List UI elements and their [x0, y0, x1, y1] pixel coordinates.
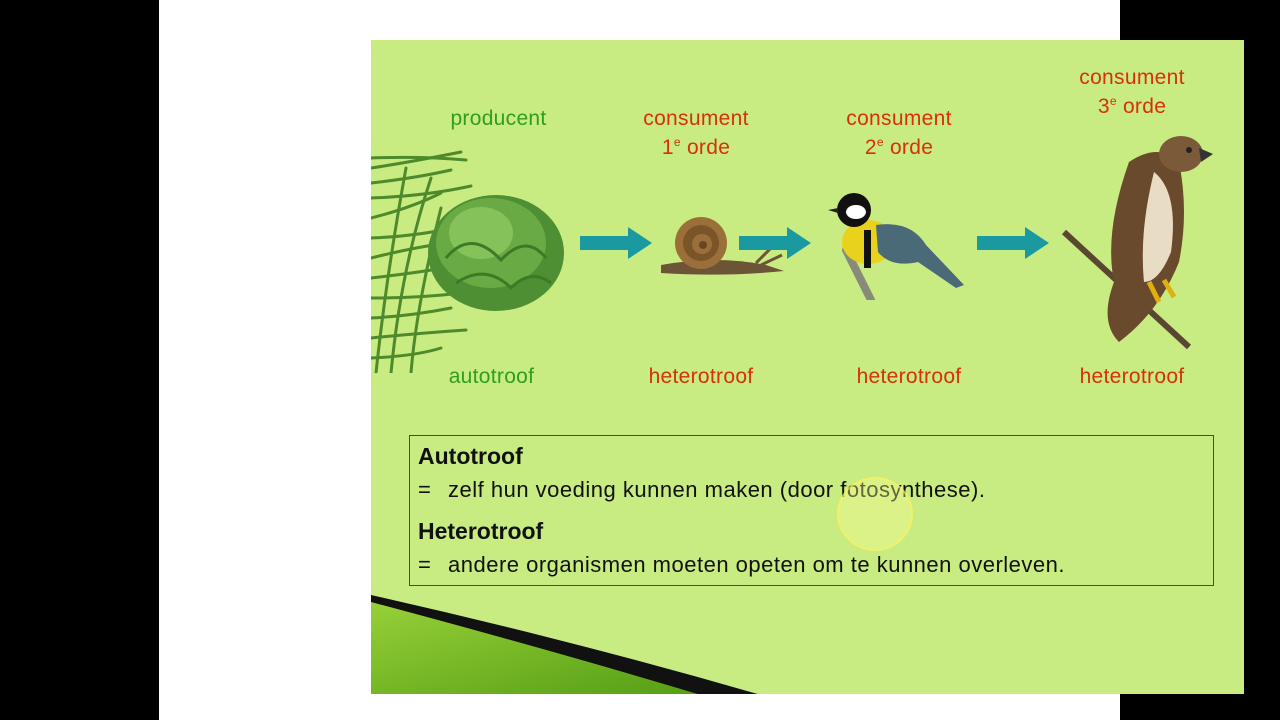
consumer3-label: consument 3e orde [1057, 63, 1207, 121]
decorative-swoosh [371, 580, 791, 694]
autotroof-term: Autotroof [418, 443, 523, 470]
arrow-right-icon [739, 227, 811, 259]
arrow-right-icon [977, 227, 1049, 259]
definitions-box: Autotroof =zelf hun voeding kunnen maken… [409, 435, 1214, 586]
consumer1-type-label: heterotroof [626, 362, 776, 391]
slide: producent consument 1e orde consument 2e… [371, 40, 1244, 694]
consumer3-type-label: heterotroof [1057, 362, 1207, 391]
producer-type-label: autotroof [419, 362, 564, 391]
consumer2-type-label: heterotroof [834, 362, 984, 391]
heterotroof-definition: =andere organismen moeten opeten om te k… [418, 552, 1065, 578]
heterotroof-term: Heterotroof [418, 518, 543, 545]
arrow-right-icon [580, 227, 652, 259]
producer-label: producent [426, 104, 571, 133]
page: producent consument 1e orde consument 2e… [159, 0, 1120, 720]
consumer1-label: consument 1e orde [621, 104, 771, 162]
grass-lettuce-image [371, 148, 571, 373]
consumer2-label: consument 2e orde [824, 104, 974, 162]
cursor-highlight [837, 477, 913, 551]
hawk-image [1059, 132, 1219, 352]
bird-image [826, 190, 966, 300]
